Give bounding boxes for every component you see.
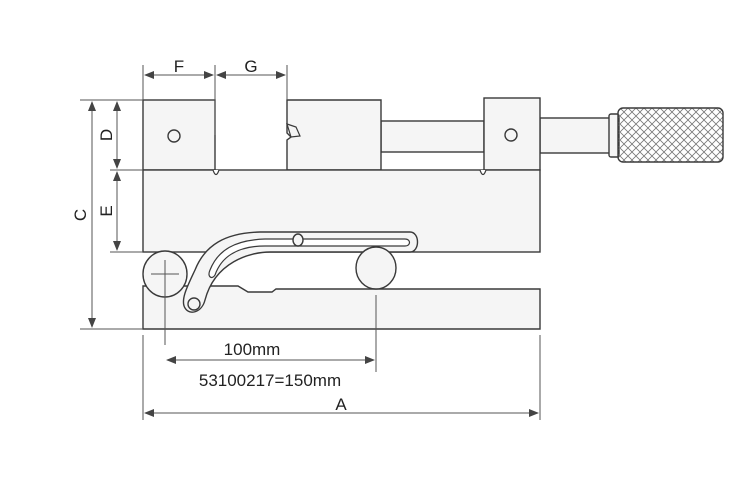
base — [142, 285, 541, 330]
roller-center-mark — [151, 260, 179, 345]
lever-slot — [208, 238, 411, 279]
label-f: F — [174, 57, 184, 76]
label-c: C — [71, 209, 90, 221]
rear-block-hole — [504, 128, 518, 142]
relief-notch — [212, 169, 487, 176]
knurled-knob[interactable] — [617, 107, 724, 163]
v-groove — [286, 123, 301, 138]
lever-arm — [182, 231, 419, 313]
label-150mm: 53100217=150mm — [199, 371, 341, 390]
label-a: A — [335, 395, 347, 414]
lever-pivot — [187, 297, 201, 311]
label-d: D — [97, 129, 116, 141]
label-100mm: 100mm — [224, 340, 281, 359]
right-roller — [355, 246, 397, 290]
label-e: E — [97, 205, 116, 216]
label-g: G — [244, 57, 257, 76]
guide-rod — [380, 120, 485, 153]
dimension-lines — [80, 65, 541, 420]
fixed-jaw-hole — [167, 129, 181, 143]
screw-rod — [539, 117, 611, 154]
moving-jaw — [286, 99, 382, 171]
slot-pin — [292, 233, 304, 247]
